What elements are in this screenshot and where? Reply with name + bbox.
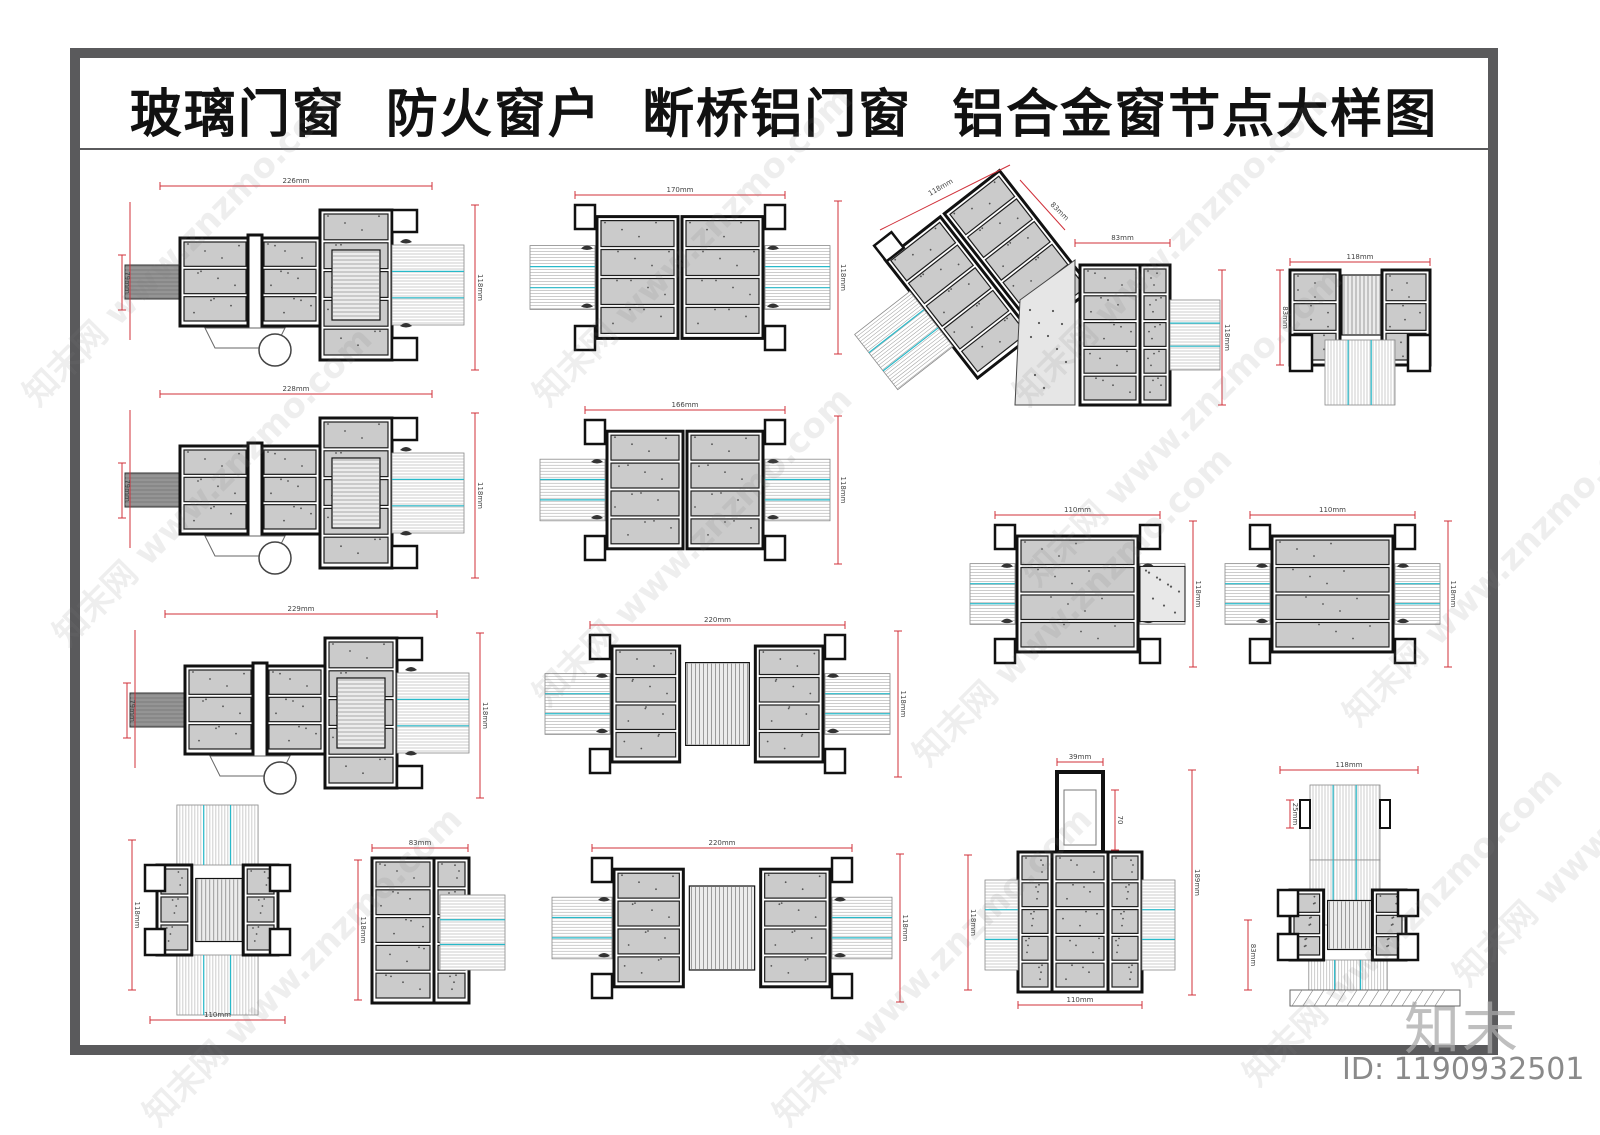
dimension-label: 79mm xyxy=(128,699,136,722)
dimension-label: 228mm xyxy=(283,385,310,393)
dimension-label: 166mm xyxy=(672,401,699,409)
detail-casement-170: 170mm 118mm xyxy=(529,186,847,355)
dimension-label: 118mm xyxy=(839,264,847,291)
detail-insulated-220: 220mm 118mm xyxy=(551,839,909,1003)
dimension-label: 118mm xyxy=(839,477,847,504)
dimension-label: 118mm xyxy=(1336,761,1363,769)
dimension-label: 79mm xyxy=(123,271,131,294)
dimension-label: 118mm xyxy=(476,274,484,301)
dimension-label: 39mm xyxy=(1069,753,1092,761)
detail-sill-118 xyxy=(1276,888,1461,1007)
detail-tube-joint-39: 39mm 70 118mm 189mm 110mm xyxy=(964,753,1201,1009)
detail-fixed-110: 110mm 118mm xyxy=(1224,506,1457,668)
detail-sliding-door-228: 228mm 79mm 118mm xyxy=(118,385,484,579)
dimension-label: 118mm xyxy=(359,917,367,944)
dimension-label: 118mm xyxy=(969,909,977,936)
dimension-label: 83mm xyxy=(1281,306,1289,329)
detail-sliding-door-229: 229mm 79mm 118mm xyxy=(123,605,489,799)
dimension-label: 79mm xyxy=(123,479,131,502)
dimension-label: 118mm xyxy=(1347,253,1374,261)
dimension-label: 189mm xyxy=(1193,869,1201,896)
dimension-label: 83mm xyxy=(1049,201,1071,223)
dimension-label: 220mm xyxy=(709,839,736,847)
dimension-label: 118mm xyxy=(1194,581,1202,608)
dimension-label: 220mm xyxy=(704,616,731,624)
dimension-label: 229mm xyxy=(288,605,315,613)
title-bar: 玻璃门窗 防火窗户 断桥铝门窗 铝合金窗节点大样图 xyxy=(80,58,1488,150)
dimension-label: 83mm xyxy=(1249,944,1257,967)
dimension-label: 110mm xyxy=(204,1011,231,1019)
dimension-label: 118mm xyxy=(476,482,484,509)
detail-sliding-door-226: 226mm 79mm 118mm xyxy=(118,177,484,371)
dimension-label: 83mm xyxy=(409,839,432,847)
dimension-label: 118mm xyxy=(901,915,909,942)
image-id: ID: 1190932501 xyxy=(1342,1052,1585,1087)
dimension-label: 110mm xyxy=(1319,506,1346,514)
dimension-label: 118mm xyxy=(1449,581,1457,608)
detail-angle-corner xyxy=(854,168,1094,391)
dimension-label: 118mm xyxy=(481,702,489,729)
dimension-label: 70 xyxy=(1116,816,1124,825)
detail-double-casement-220: 220mm 118mm xyxy=(544,616,907,778)
page-title: 玻璃门窗 防火窗户 断桥铝门窗 铝合金窗节点大样图 xyxy=(129,85,1439,145)
dimension-label: 226mm xyxy=(283,177,310,185)
detail-vertical-joint-110: 118mm 110mm xyxy=(128,804,292,1024)
detail-wall-joint-110: 110mm 118mm xyxy=(969,506,1202,668)
detail-side-83: 83mm 118mm xyxy=(354,839,506,1005)
dimension-label: 25mm xyxy=(1291,803,1299,826)
brand-logo: 知末 xyxy=(1404,998,1520,1063)
dimension-label: 83mm xyxy=(1111,234,1134,242)
dimension-label: 170mm xyxy=(667,186,694,194)
dimension-label: 118mm xyxy=(1223,324,1231,351)
dimension-label: 110mm xyxy=(1064,506,1091,514)
detail-casement-166: 166mm 118mm xyxy=(539,401,847,565)
detail-mullion-118: 118mm 83mm xyxy=(1276,253,1432,406)
dimension-label: 118mm xyxy=(899,691,907,718)
dimension-label: 118mm xyxy=(133,902,141,929)
dimension-label: 110mm xyxy=(1067,996,1094,1004)
